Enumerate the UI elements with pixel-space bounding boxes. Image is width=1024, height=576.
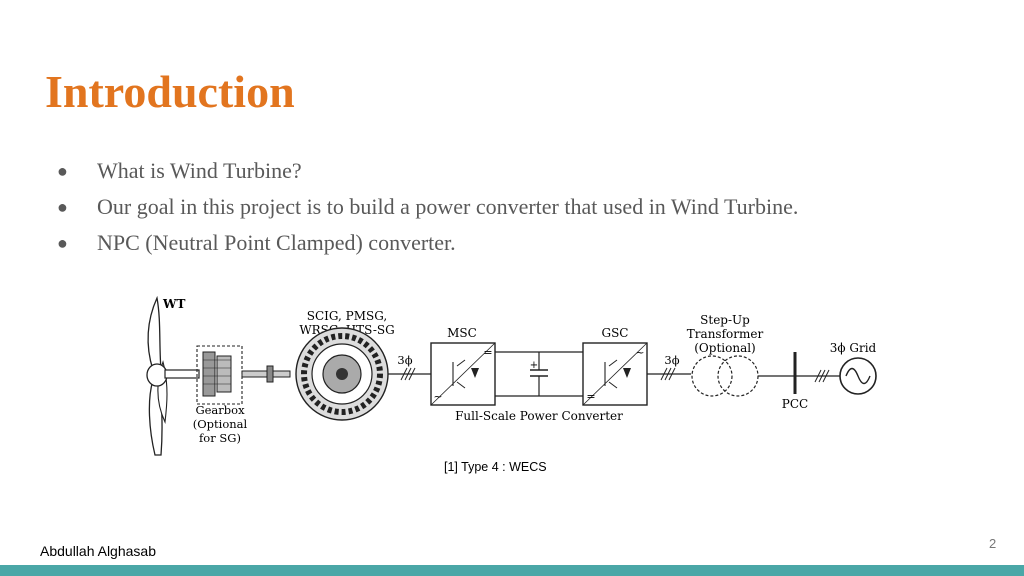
gsc-label: GSC (602, 326, 629, 340)
transformer-label-line: Step-Up (700, 313, 750, 327)
bullet-dot-icon: ● (57, 161, 68, 181)
grid-label: 3ϕ Grid (830, 341, 877, 355)
gsc-converter-icon: GSC ~ = (582, 326, 648, 406)
author-name: Abdullah Alghasab (40, 543, 156, 559)
grid-source-icon: 3ϕ Grid (830, 341, 877, 395)
ac-symbol: ~ (433, 390, 442, 403)
footer-bar (0, 565, 1024, 576)
phase-label-gsc: 3ϕ (664, 353, 679, 367)
gearbox-icon: Gearbox (Optional for SG) (193, 345, 248, 445)
diagram-caption: [1] Type 4 : WECS (444, 460, 547, 474)
ac-symbol: ~ (635, 346, 644, 359)
generator-icon: SCIG, PMSG, WRSG, HTS-SG (295, 309, 395, 421)
page-number: 2 (989, 536, 997, 551)
bullet-text: What is Wind Turbine? (97, 158, 302, 183)
msc-converter-icon: MSC = ~ (430, 326, 496, 406)
bullet-text: NPC (Neutral Point Clamped) converter. (97, 230, 456, 255)
pcc-busbar: PCC (782, 352, 808, 411)
bullet-dot-icon: ● (57, 197, 68, 217)
converter-label: Full-Scale Power Converter (455, 409, 623, 423)
generator-label-line: SCIG, PMSG, (307, 309, 387, 323)
transformer-label-line: (Optional) (694, 341, 756, 355)
transformer-label-line: Transformer (687, 327, 764, 341)
wecs-diagram: WT Gearbox (Optional for SG) SCIG, PMSG, (146, 295, 877, 456)
bullet-item: ● What is Wind Turbine? (55, 153, 798, 189)
bullet-item: ● Our goal in this project is to build a … (55, 189, 798, 225)
msc-label: MSC (447, 326, 477, 340)
slide-title: Introduction (45, 66, 295, 117)
plus-symbol: + (530, 360, 538, 371)
pcc-label: PCC (782, 397, 808, 411)
bullet-list: ● What is Wind Turbine? ● Our goal in this… (55, 153, 798, 261)
bullet-dot-icon: ● (57, 233, 68, 253)
bullet-text: Our goal in this project is to build a p… (97, 194, 799, 219)
bullet-item: ● NPC (Neutral Point Clamped) converter. (55, 225, 798, 261)
transformer-icon: Step-Up Transformer (Optional) (687, 313, 764, 397)
wind-turbine-icon: WT (146, 295, 200, 456)
wt-label: WT (162, 297, 185, 311)
gearbox-label-line: (Optional (193, 417, 248, 431)
gearbox-label-line: for SG) (199, 431, 241, 445)
phase-label-msc: 3ϕ (397, 353, 412, 367)
dc-symbol: = (586, 390, 595, 403)
dc-symbol: = (483, 346, 492, 359)
gearbox-label-line: Gearbox (195, 403, 245, 417)
